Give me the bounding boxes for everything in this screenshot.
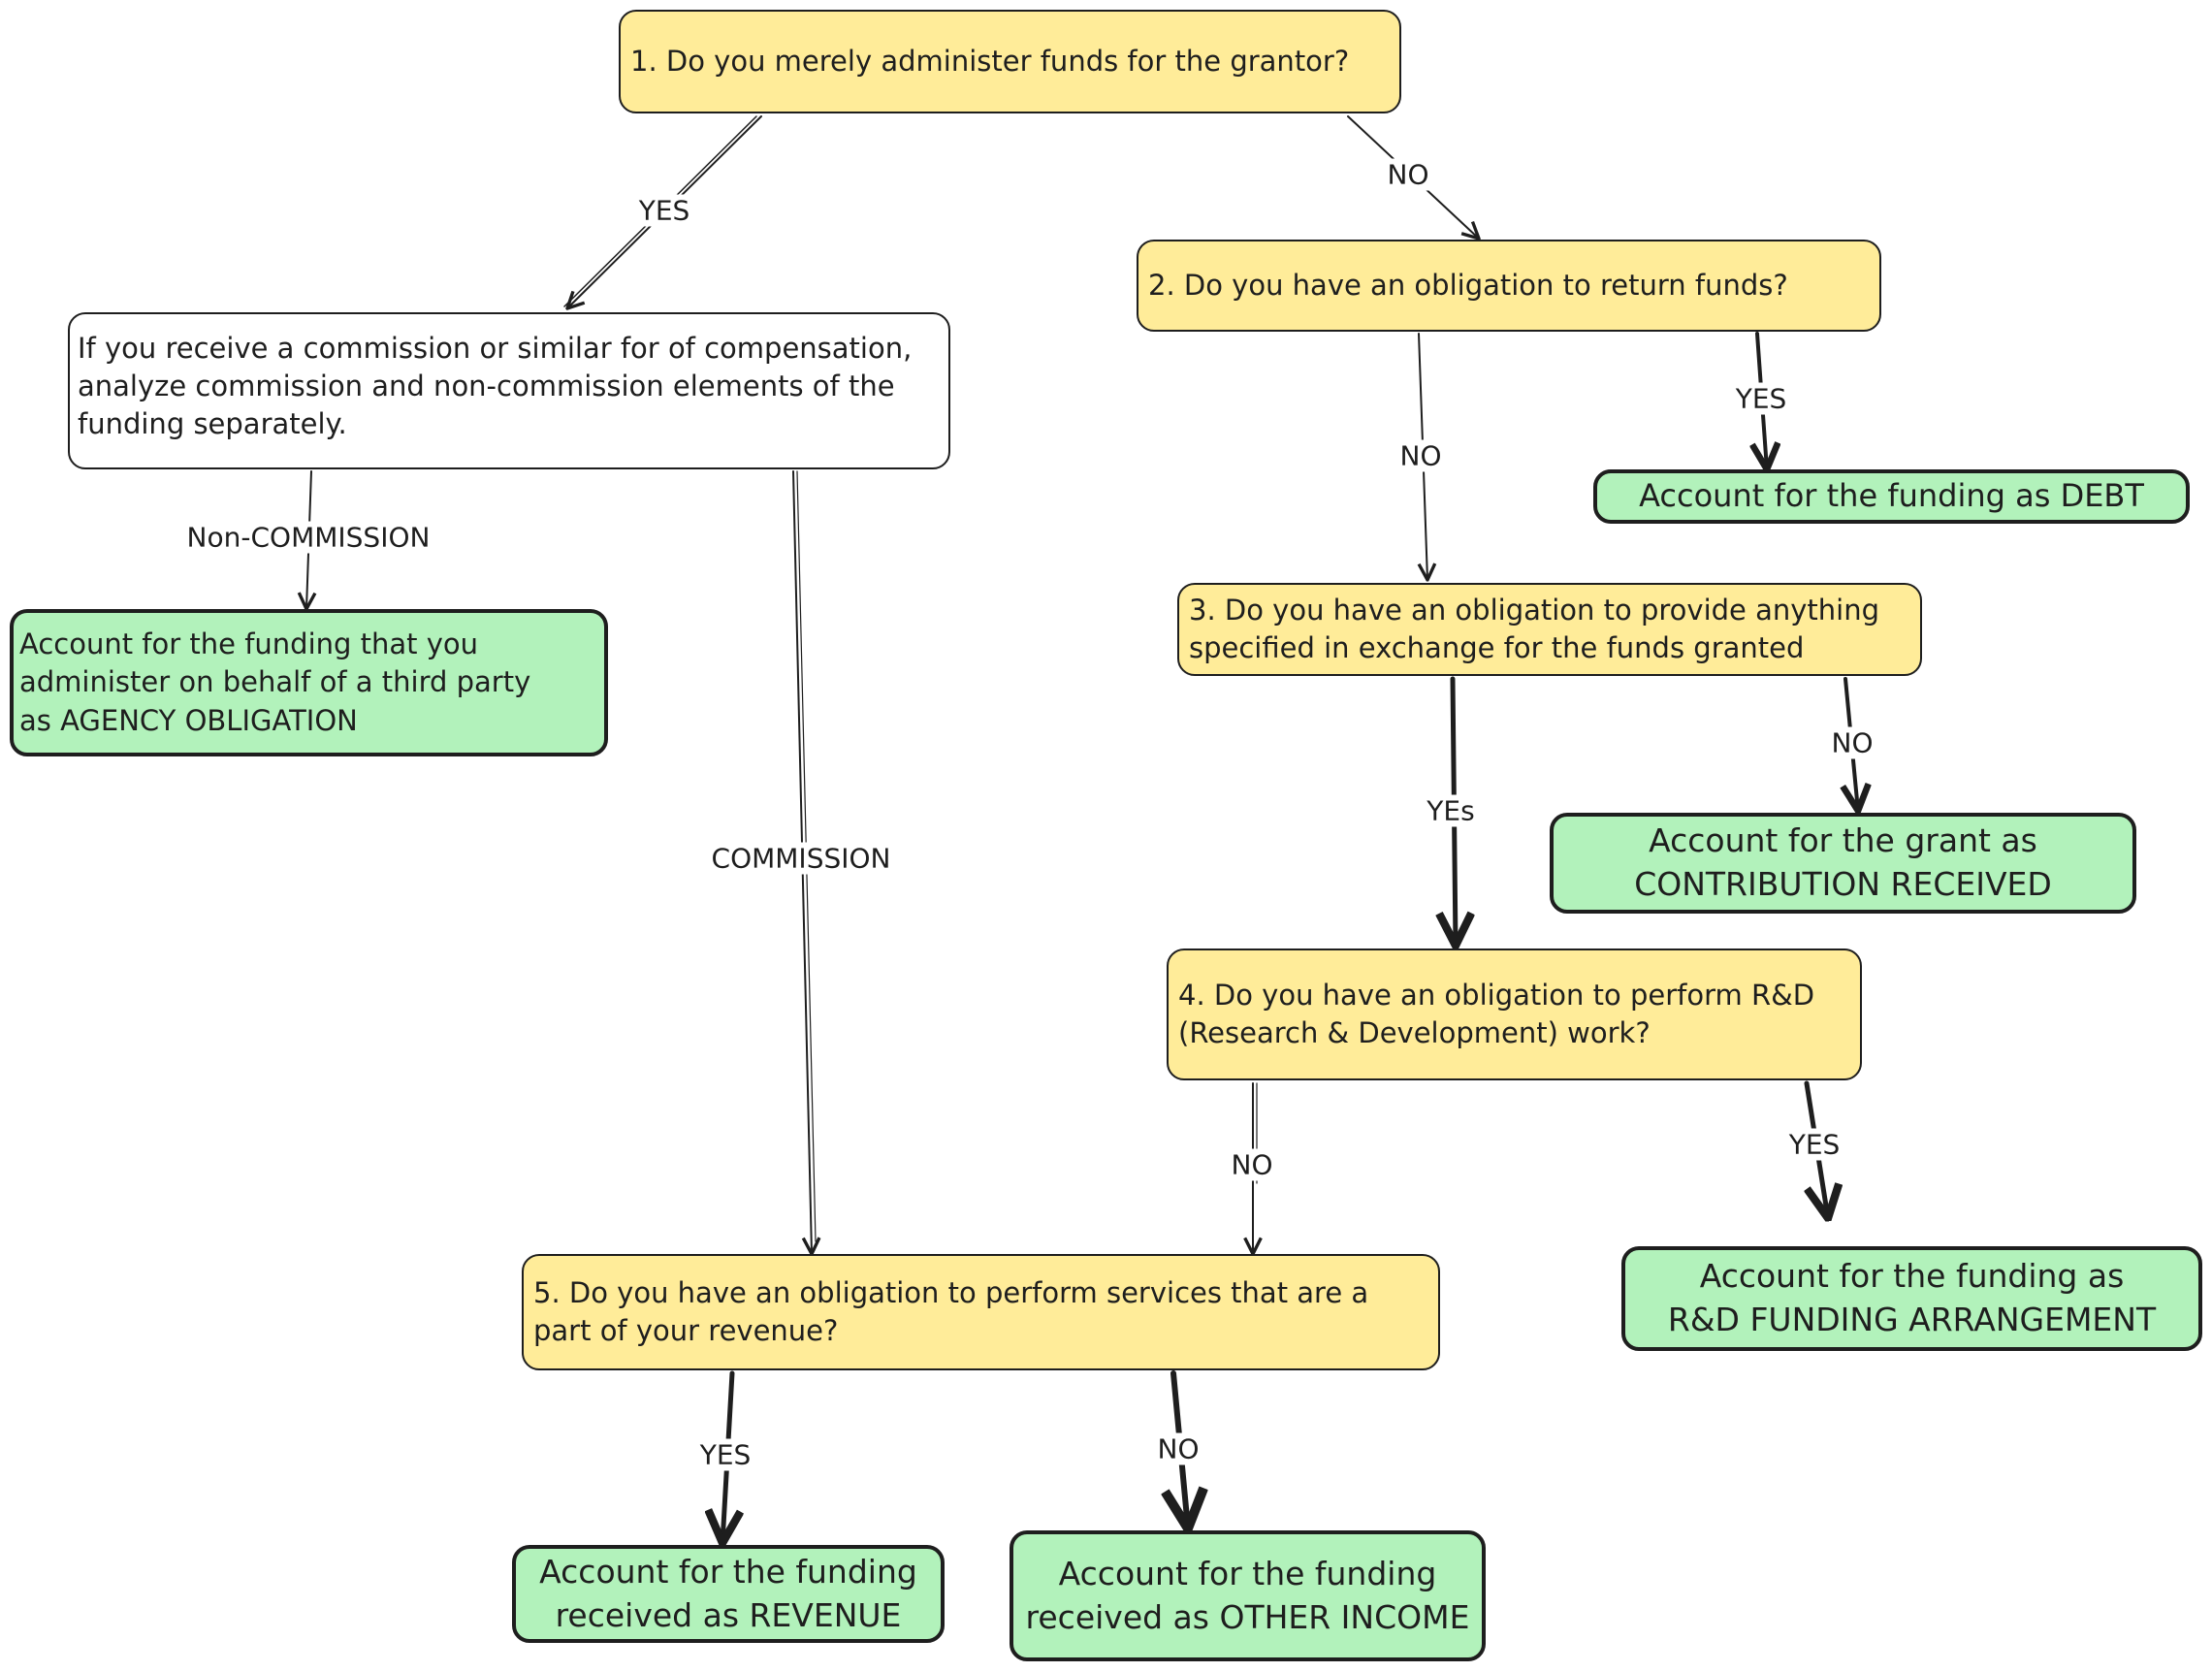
edge-label-noncommission: Non-COMMISSION [182,521,434,554]
edge-label-q4-yes: YES [1784,1128,1844,1161]
contribution-outcome-text: Account for the grant as CONTRIBUTION RE… [1634,821,2052,903]
question-5-text: 5. Do you have an obligation to perform … [533,1275,1369,1347]
edge-label-q5-no: NO [1153,1432,1203,1465]
other-income-outcome-text: Account for the funding received as OTHE… [1025,1554,1470,1636]
edge-label-q5-yes: YES [695,1438,755,1471]
edge-label-q2-no: NO [1395,439,1446,472]
contribution-outcome-node: Account for the grant as CONTRIBUTION RE… [1550,813,2136,914]
other-income-outcome-node: Account for the funding received as OTHE… [1010,1530,1486,1661]
revenue-outcome-node: Account for the funding received as REVE… [512,1545,945,1643]
question-4-node: 4. Do you have an obligation to perform … [1167,949,1862,1080]
edge-label-q1-no: NO [1383,158,1433,191]
commission-note-text: If you receive a commission or similar f… [78,332,913,441]
agency-outcome-text: Account for the funding that you adminis… [19,627,531,737]
question-1-node: 1. Do you merely administer funds for th… [619,10,1401,113]
question-5-node: 5. Do you have an obligation to perform … [522,1254,1440,1370]
question-2-text: 2. Do you have an obligation to return f… [1148,268,1788,302]
rnd-outcome-text: Account for the funding as R&D FUNDING A… [1667,1257,2157,1338]
revenue-outcome-text: Account for the funding received as REVE… [539,1552,917,1634]
edge-label-q2-yes: YES [1731,382,1791,415]
edge-label-commission: COMMISSION [707,842,895,875]
question-3-text: 3. Do you have an obligation to provide … [1189,593,1880,664]
edge-label-q4-no: NO [1227,1148,1277,1181]
edge-label-q3-yes: YEs [1423,794,1479,827]
commission-note-node: If you receive a commission or similar f… [68,312,950,469]
debt-outcome-node: Account for the funding as DEBT [1593,469,2190,524]
rnd-outcome-node: Account for the funding as R&D FUNDING A… [1621,1246,2202,1351]
question-3-node: 3. Do you have an obligation to provide … [1177,583,1922,676]
question-4-text: 4. Do you have an obligation to perform … [1178,978,1815,1049]
question-1-text: 1. Do you merely administer funds for th… [630,44,1350,78]
edge-label-q1-yes: YES [634,194,694,227]
agency-outcome-node: Account for the funding that you adminis… [10,609,608,756]
edge-label-q3-no: NO [1827,726,1877,759]
question-2-node: 2. Do you have an obligation to return f… [1137,240,1881,332]
debt-outcome-text: Account for the funding as DEBT [1639,477,2144,515]
